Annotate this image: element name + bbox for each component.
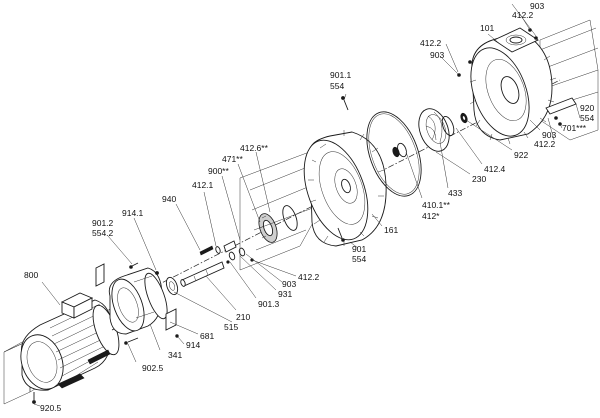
label-914: 914	[186, 340, 200, 350]
impeller-230	[418, 108, 455, 152]
label-903-right: 903	[542, 130, 556, 140]
screw-914	[175, 334, 179, 338]
motor-800	[3, 292, 127, 405]
label-433: 433	[448, 188, 462, 198]
label-800: 800	[24, 270, 38, 280]
label-412-4: 412.4	[484, 164, 506, 174]
label-681: 681	[200, 331, 214, 341]
guard-plate-upper	[95, 263, 105, 287]
shaft-210	[180, 261, 225, 287]
label-914-1: 914.1	[122, 208, 144, 218]
sleeve-931-group	[223, 240, 254, 264]
label-412-2-top: 412.2	[512, 10, 534, 20]
label-554-top: 554	[330, 81, 344, 91]
label-341: 341	[168, 350, 182, 360]
label-554-right: 554	[580, 113, 594, 123]
label-902-5: 902.5	[142, 363, 164, 373]
label-554-low: 554	[352, 254, 366, 264]
nut-922	[460, 112, 468, 124]
label-901-2: 901.2	[92, 218, 114, 228]
label-701: 701***	[562, 123, 587, 133]
label-101: 101	[480, 23, 494, 33]
bolt-902-5	[124, 337, 139, 345]
label-515: 515	[224, 322, 238, 332]
mechanical-seal	[258, 205, 298, 243]
label-920-5: 920.5	[40, 403, 62, 413]
label-471: 471**	[222, 154, 243, 164]
bolt-920-5	[32, 392, 36, 404]
label-410-1: 410.1**	[422, 200, 451, 210]
lantern-341	[108, 267, 168, 335]
key-940	[199, 245, 214, 256]
casing-cover-161	[239, 130, 387, 271]
screw-914-1	[155, 271, 159, 275]
volute-casing-101	[469, 19, 599, 145]
label-940: 940	[162, 194, 176, 204]
screw-901-2	[129, 262, 139, 269]
label-920-right: 920	[580, 103, 594, 113]
label-210: 210	[236, 312, 250, 322]
label-412-1: 412.1	[192, 180, 214, 190]
label-903-mid: 903	[282, 279, 296, 289]
label-412-star: 412*	[422, 211, 440, 221]
label-554-2: 554.2	[92, 228, 114, 238]
gasket-410-1	[366, 111, 422, 197]
label-901-1: 901.1	[330, 70, 352, 80]
label-901-3: 901.3	[258, 299, 280, 309]
label-903-top: 903	[530, 1, 544, 11]
label-161: 161	[384, 225, 398, 235]
label-903-topleft: 903	[430, 50, 444, 60]
leader-lines	[33, 3, 581, 407]
oring-412-1	[215, 246, 221, 254]
guard-plate-681	[165, 308, 177, 331]
label-931: 931	[278, 289, 292, 299]
label-412-6: 412.6**	[240, 143, 269, 153]
label-412-2-topleft: 412.2	[420, 38, 442, 48]
label-900: 900**	[208, 166, 229, 176]
label-922: 922	[514, 150, 528, 160]
part-labels: 800 920.5 902.5 341 914 681 515 210 901.…	[24, 1, 594, 413]
bolt-901-554	[337, 227, 345, 242]
label-412-2-right: 412.2	[534, 139, 556, 149]
label-901-low: 901	[352, 244, 366, 254]
coupling-515	[165, 276, 179, 296]
label-230: 230	[472, 174, 486, 184]
label-412-2-mid: 412.2	[298, 272, 320, 282]
